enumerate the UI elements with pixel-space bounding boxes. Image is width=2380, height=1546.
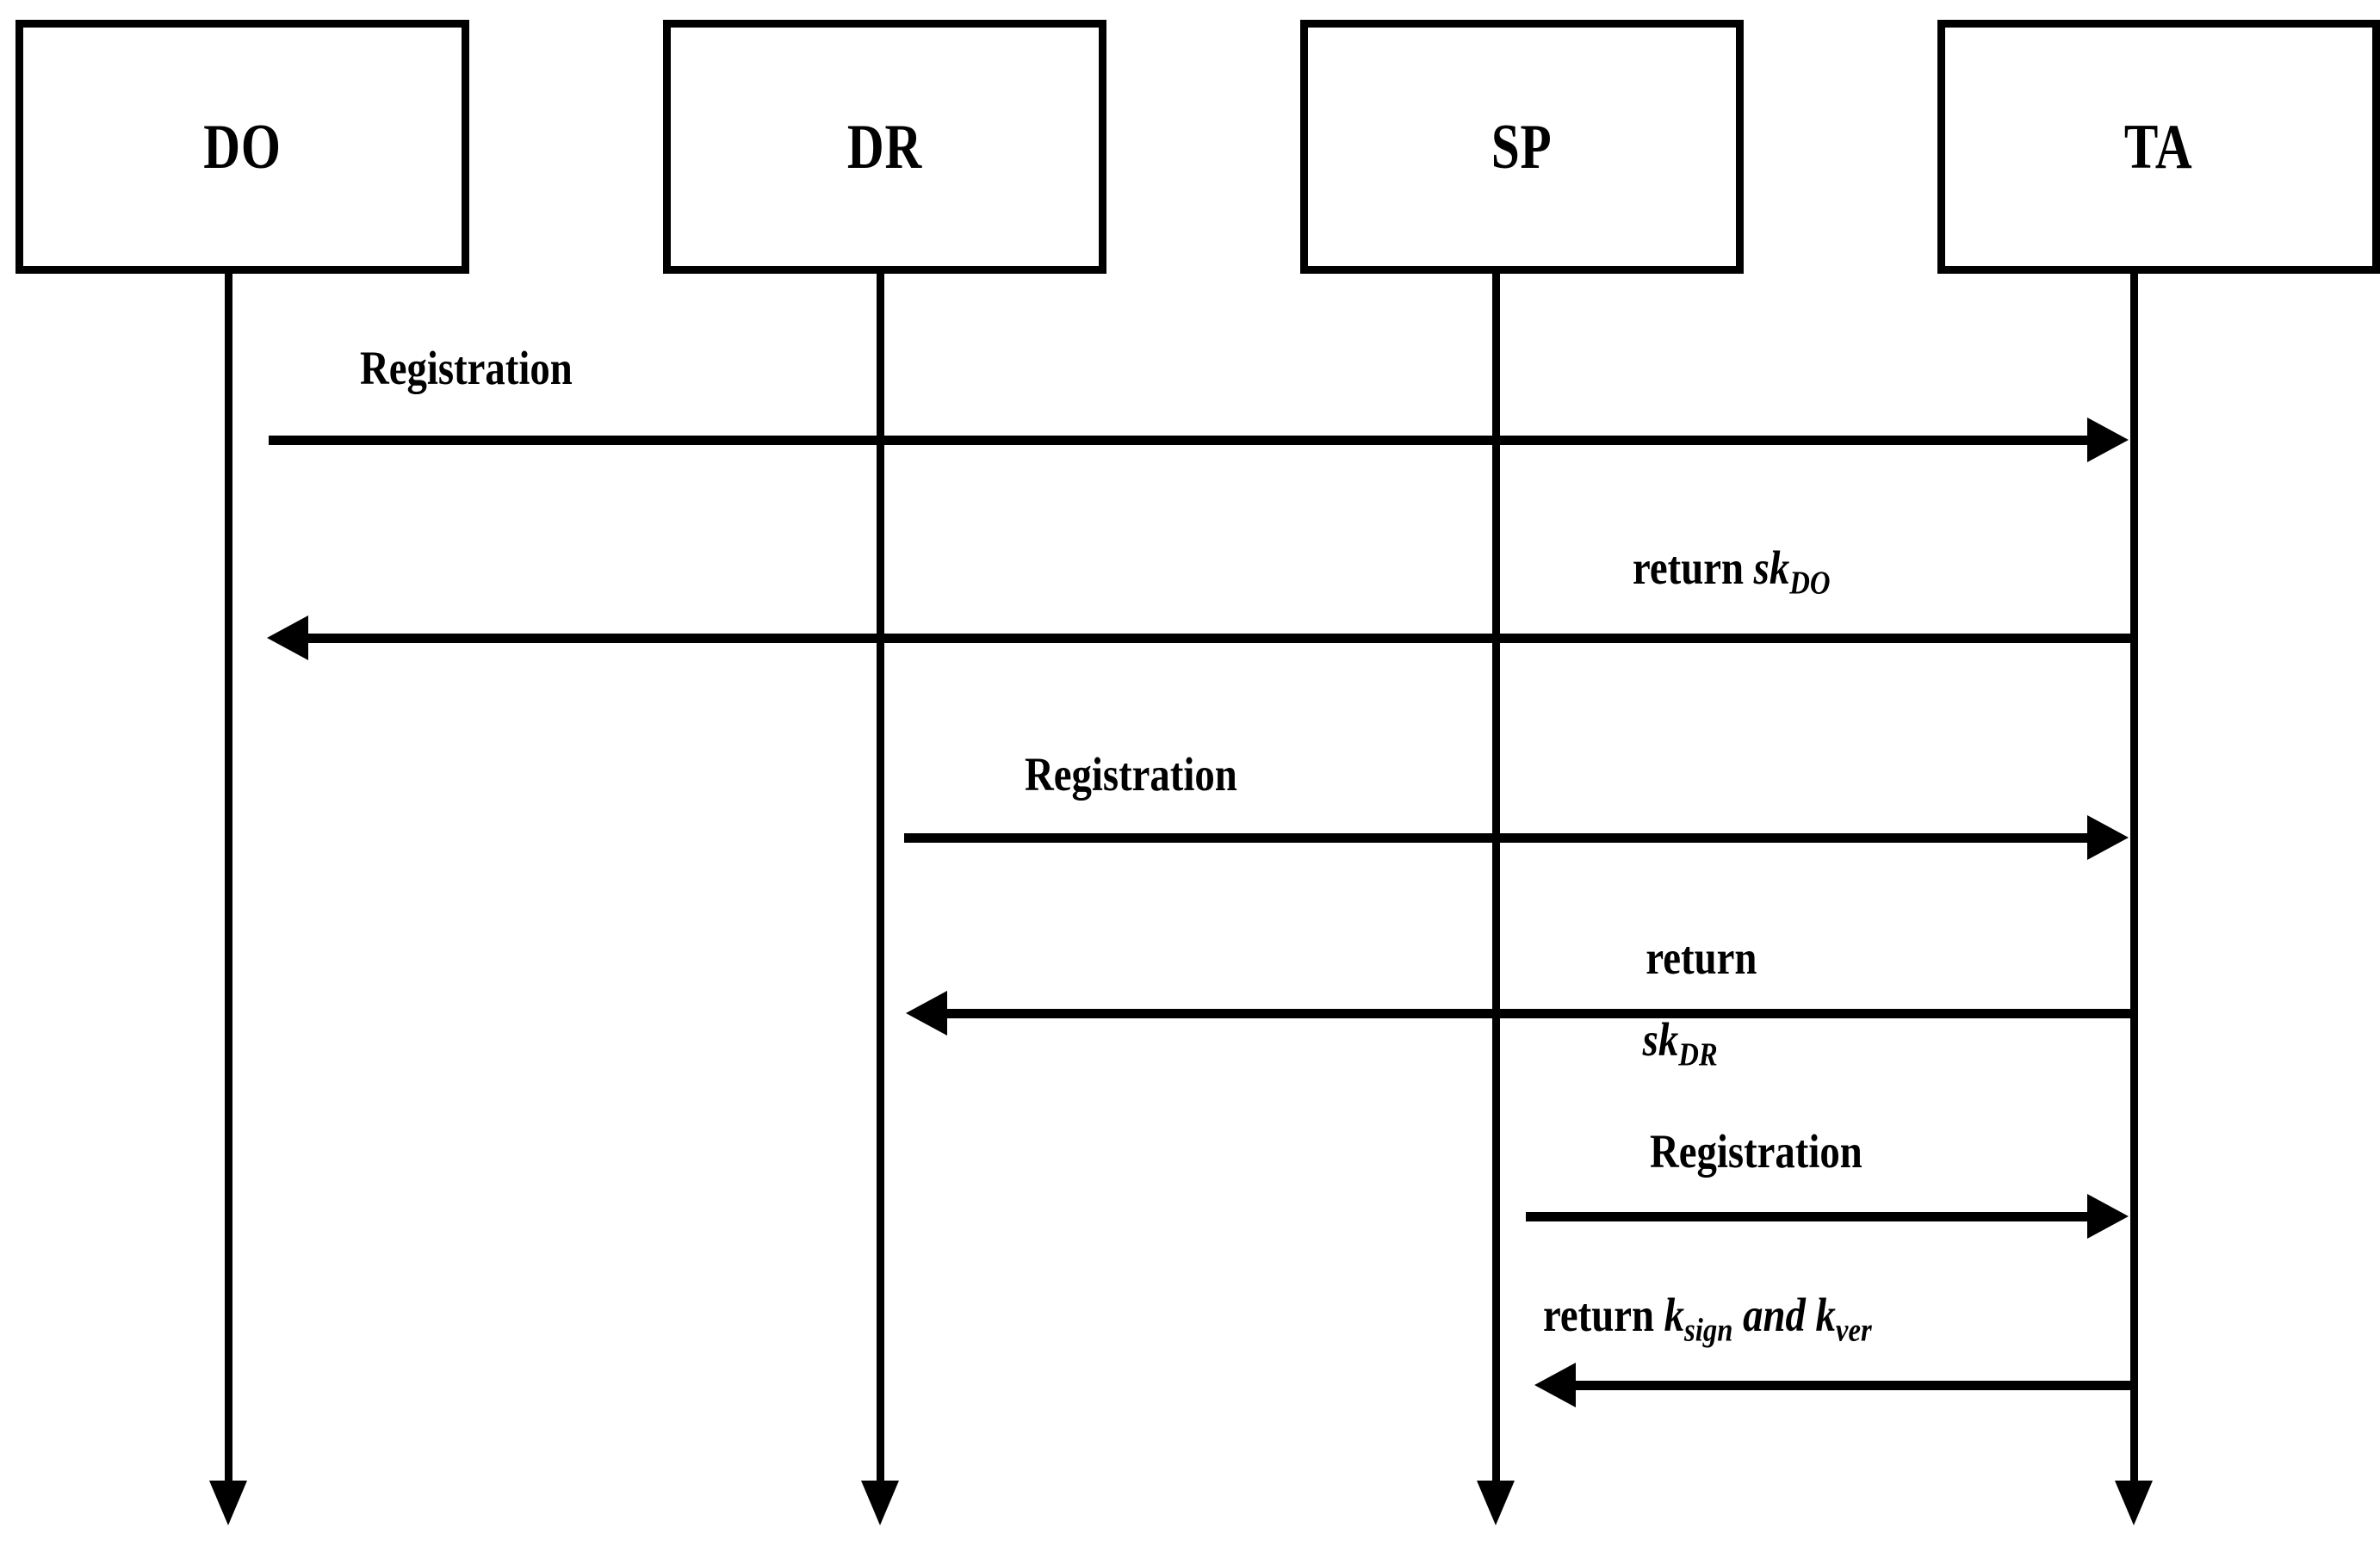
message-5-text: Registration xyxy=(1650,1125,1862,1178)
lifeline-do xyxy=(225,274,232,1486)
lifeline-dr xyxy=(877,274,884,1486)
participant-box-ta[interactable]: TA xyxy=(1937,20,2380,274)
message-line-4 xyxy=(947,1009,2132,1018)
message-label-4-below: skDR xyxy=(1642,1013,1718,1073)
message-4-text-return: return xyxy=(1646,931,1757,984)
message-6-symbol-k-sign: k xyxy=(1664,1289,1685,1341)
message-6-subscript-ver: ver xyxy=(1835,1312,1872,1349)
message-arrowhead-1 xyxy=(2087,417,2129,462)
participant-label-dr: DR xyxy=(846,111,923,182)
message-6-symbol-k-ver: k xyxy=(1815,1289,1836,1341)
message-line-3 xyxy=(904,833,2092,843)
lifeline-arrowhead-do xyxy=(209,1481,247,1525)
participant-box-do[interactable]: DO xyxy=(15,20,469,274)
message-label-2: return skDO xyxy=(1633,541,1831,602)
participant-label-ta: TA xyxy=(2124,111,2193,182)
message-arrowhead-6 xyxy=(1534,1363,1576,1407)
participant-label-sp: SP xyxy=(1491,111,1553,182)
message-2-subscript-do: DO xyxy=(1789,565,1831,602)
message-4-symbol-sk: sk xyxy=(1642,1013,1679,1066)
message-2-symbol-sk: sk xyxy=(1753,541,1790,594)
message-label-1: Registration xyxy=(360,342,573,394)
message-arrowhead-3 xyxy=(2087,815,2129,860)
message-6-text-return: return xyxy=(1543,1289,1664,1341)
lifeline-sp xyxy=(1492,274,1500,1486)
message-3-text: Registration xyxy=(1025,748,1237,801)
message-line-5 xyxy=(1526,1212,2092,1221)
message-1-text: Registration xyxy=(360,342,573,394)
message-arrowhead-4 xyxy=(906,991,947,1036)
message-4-subscript-dr: DR xyxy=(1678,1036,1718,1073)
message-line-6 xyxy=(1576,1381,2132,1390)
message-6-text-and: and xyxy=(1732,1289,1816,1341)
message-label-6: return ksign and kver xyxy=(1543,1289,1872,1349)
message-line-1 xyxy=(269,436,2092,445)
message-label-5: Registration xyxy=(1650,1125,1862,1178)
lifeline-ta xyxy=(2130,274,2138,1486)
message-label-4-above: return xyxy=(1646,931,1757,984)
participant-box-dr[interactable]: DR xyxy=(663,20,1106,274)
lifeline-arrowhead-ta xyxy=(2115,1481,2153,1525)
lifeline-arrowhead-dr xyxy=(861,1481,899,1525)
message-line-2 xyxy=(308,634,2132,643)
message-arrowhead-5 xyxy=(2087,1194,2129,1239)
message-arrowhead-2 xyxy=(267,615,308,660)
participant-box-sp[interactable]: SP xyxy=(1300,20,1744,274)
participant-label-do: DO xyxy=(203,111,282,182)
message-label-3: Registration xyxy=(1025,748,1237,801)
message-2-text-return: return xyxy=(1633,541,1754,594)
lifeline-arrowhead-sp xyxy=(1477,1481,1515,1525)
message-6-subscript-sign: sign xyxy=(1684,1312,1733,1349)
